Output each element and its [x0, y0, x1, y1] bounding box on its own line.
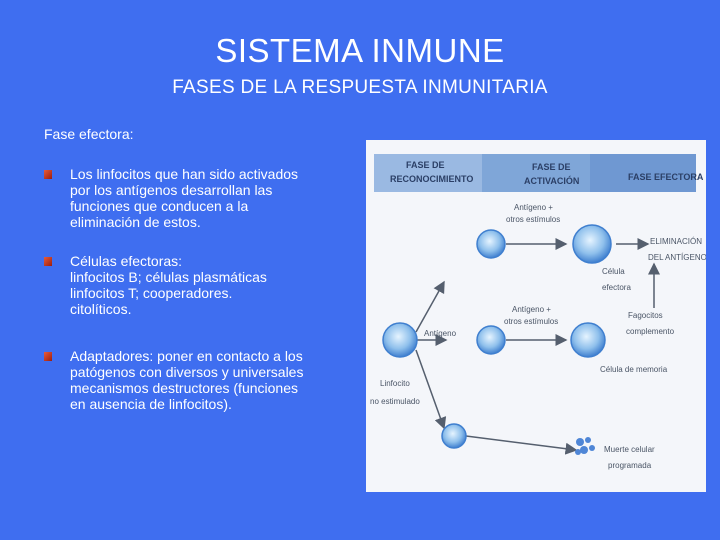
- effector-cell: [572, 224, 612, 264]
- slide-title: SISTEMA INMUNE: [215, 32, 505, 69]
- diagram-canvas: FASE DE RECONOCIMIENTO FASE DE ACTIVACIÓ…: [370, 154, 706, 470]
- antigen-left-label: Antígeno: [424, 329, 457, 338]
- header-activation-line1: FASE DE: [532, 162, 571, 172]
- effector-header-cell: [590, 154, 696, 192]
- bullet-item: Células efectoras: linfocitos B; células…: [44, 253, 344, 317]
- activated-cell-upper: [476, 229, 506, 259]
- bullet-text: Adaptadores: poner en contacto a los pat…: [70, 348, 304, 412]
- header-effector: FASE EFECTORA: [628, 172, 704, 182]
- bullet-marker-icon: [44, 170, 52, 179]
- activation-header-cell: [486, 154, 586, 192]
- cell-death-label-line2: programada: [608, 461, 652, 470]
- activated-cell-middle: [476, 325, 506, 355]
- antigen-middle-line1: Antígeno +: [512, 305, 551, 314]
- bullet-item: Adaptadores: poner en contacto a los pat…: [44, 348, 344, 412]
- bullet-text: Células efectoras: linfocitos B; células…: [70, 253, 267, 317]
- section-heading: Fase efectora:: [44, 126, 134, 142]
- lymphocyte-label-line2: no estimulado: [370, 397, 420, 406]
- immune-response-diagram: FASE DE RECONOCIMIENTO FASE DE ACTIVACIÓ…: [366, 140, 706, 492]
- effector-cell-label-line1: Célula: [602, 267, 625, 276]
- cell-death-label-line1: Muerte celular: [604, 445, 655, 454]
- arrow-to-cell-death: [465, 435, 578, 455]
- arrow-to-upper-branch: [415, 280, 445, 333]
- antigen-upper-line1: Antígeno +: [514, 203, 553, 212]
- effector-cell-label-line2: efectora: [602, 283, 631, 292]
- lymphocyte-label-line1: Linfocito: [380, 379, 410, 388]
- bullet-marker-icon: [44, 352, 52, 361]
- antigen-middle-line2: otros estímulos: [504, 317, 558, 326]
- recognition-header-cell: [374, 154, 482, 192]
- bullet-item: Los linfocitos que han sido activados po…: [44, 166, 344, 230]
- header-recognition-line2: RECONOCIMIENTO: [390, 174, 473, 184]
- arrow-to-lower-branch: [415, 349, 447, 430]
- antigen-upper-line2: otros estímulos: [506, 215, 560, 224]
- phagocytes-label-line1: Fagocitos: [628, 311, 663, 320]
- header-recognition-line1: FASE DE: [406, 160, 445, 170]
- bullet-text: Los linfocitos que han sido activados po…: [70, 166, 299, 230]
- phagocytes-label-line2: complemento: [626, 327, 675, 336]
- slide-subtitle: FASES DE LA RESPUESTA INMUNITARIA: [172, 77, 548, 98]
- activated-cell-lower: [441, 423, 467, 449]
- elimination-label-line2: DEL ANTÍGENO: [648, 253, 706, 262]
- bullet-marker-icon: [44, 257, 52, 266]
- apoptotic-cell-icon: [575, 437, 595, 455]
- header-activation-line2: ACTIVACIÓN: [524, 175, 579, 186]
- memory-cell-label: Célula de memoria: [600, 365, 668, 374]
- memory-cell: [570, 322, 606, 358]
- elimination-label-line1: ELIMINACIÓN: [650, 237, 702, 246]
- unstimulated-lymphocyte: [382, 322, 418, 358]
